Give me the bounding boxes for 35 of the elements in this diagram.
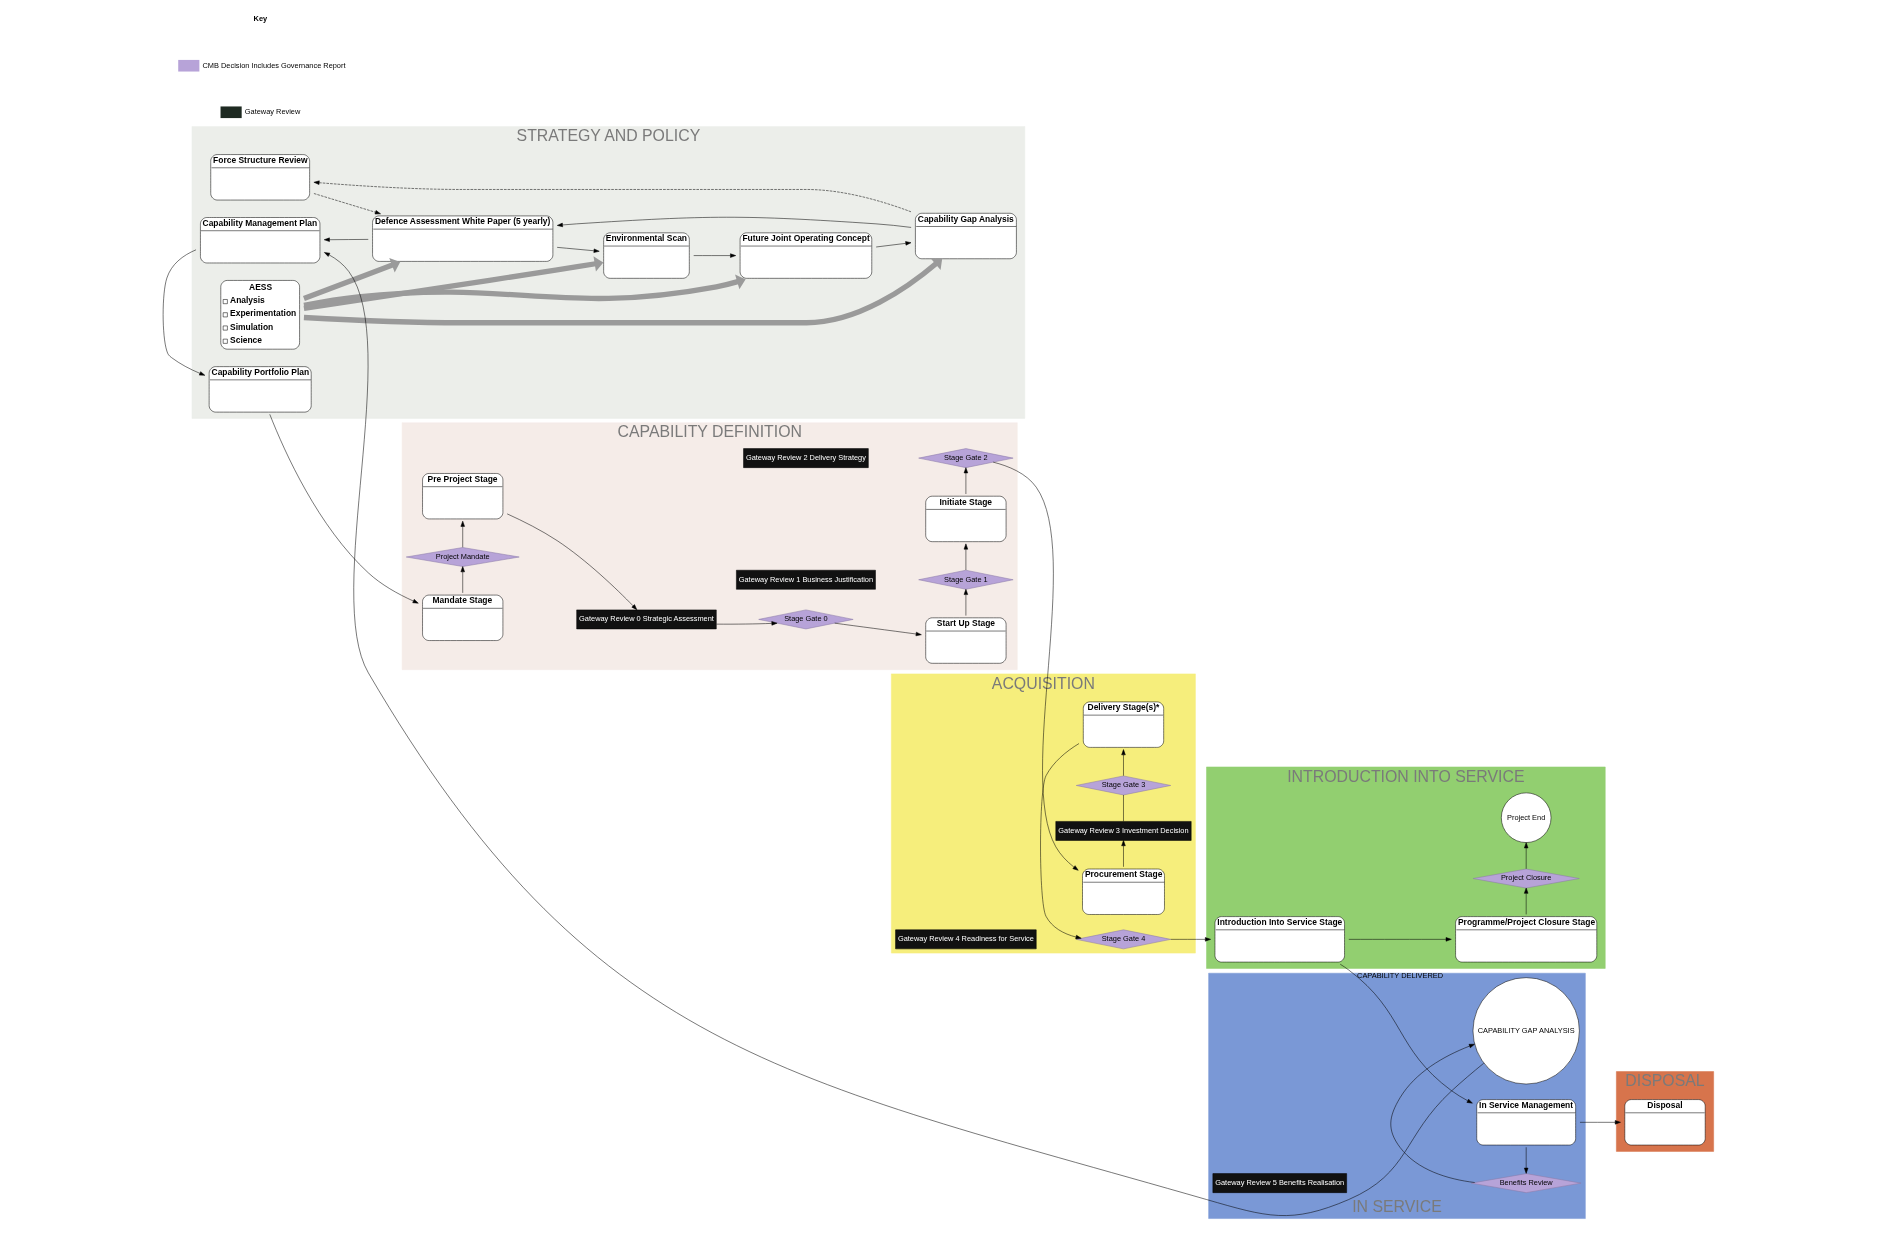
arrow	[1121, 840, 1126, 868]
arrow	[1170, 937, 1211, 942]
arrow	[460, 520, 465, 548]
arrow	[1524, 1147, 1529, 1174]
arrow	[556, 247, 600, 253]
arrow	[313, 180, 912, 213]
arrow	[1524, 842, 1529, 870]
arrow	[1524, 887, 1529, 915]
connector	[1123, 794, 1124, 822]
arrow	[963, 543, 968, 571]
arrow	[963, 467, 968, 495]
arrow	[303, 258, 401, 301]
arrow	[1339, 963, 1473, 1104]
arrow	[1121, 749, 1126, 776]
arrow	[162, 249, 206, 376]
arrow	[1390, 1043, 1475, 1183]
arrow	[1348, 937, 1452, 942]
arrow	[963, 589, 968, 616]
arrow	[716, 621, 778, 626]
arrow	[992, 461, 1079, 871]
arrow	[324, 252, 1485, 1216]
arrow	[834, 622, 922, 637]
arrow	[1579, 1120, 1621, 1125]
arrow	[875, 241, 912, 248]
arrow	[557, 216, 912, 228]
arrow	[303, 258, 943, 326]
arrow	[693, 253, 736, 258]
arrow	[269, 414, 419, 604]
arrow	[1040, 743, 1082, 940]
arrow	[313, 193, 381, 215]
arrow	[323, 237, 369, 242]
arrow	[460, 566, 465, 594]
arrow	[303, 274, 746, 308]
arrow	[506, 513, 638, 610]
arrow	[303, 256, 604, 311]
